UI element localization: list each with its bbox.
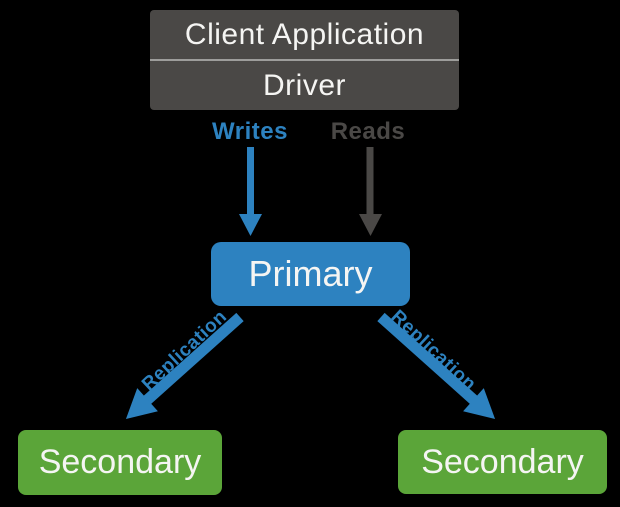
- secondary-node-right: Secondary: [398, 430, 607, 494]
- driver-label: Driver: [263, 68, 346, 102]
- replication-arrow-left: [125, 312, 244, 419]
- reads-arrow: [359, 147, 382, 236]
- client-application-box: Client Application Driver: [150, 10, 459, 110]
- reads-label: Reads: [330, 118, 406, 145]
- client-application-label: Client Application: [150, 10, 459, 61]
- writes-label: Writes: [212, 118, 288, 145]
- primary-node: Primary: [211, 242, 410, 306]
- secondary-node-left: Secondary: [18, 430, 222, 495]
- replication-arrow-right: [377, 312, 496, 419]
- writes-arrow: [239, 147, 262, 236]
